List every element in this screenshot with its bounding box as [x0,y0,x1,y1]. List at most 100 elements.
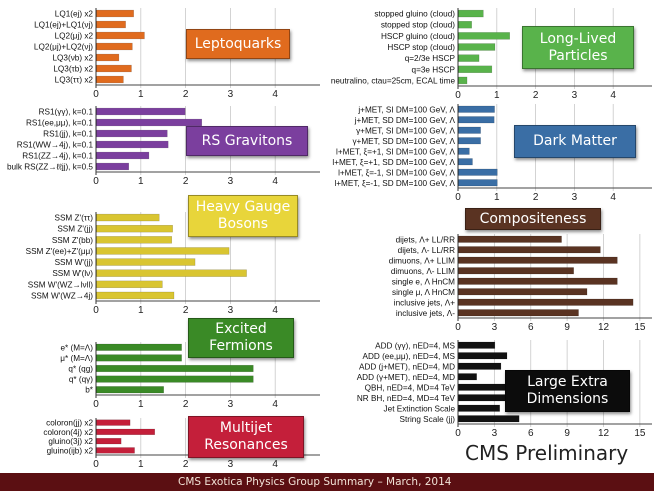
banner-compositeness: Compositeness [465,208,601,230]
category-label: LQ1(ej) x2 [55,10,94,19]
category-label: HSCP gluino (cloud) [381,32,455,41]
tick-label: 3 [228,89,234,100]
bar [96,280,163,289]
category-label: q=3e HSCP [412,65,456,74]
category-label: SSM W'(jj) [55,258,94,267]
bar [458,137,481,145]
banner-multijet-resonances: Multijet Resonances [188,416,304,458]
tick-label: 1 [494,192,500,203]
cms-preliminary-label: CMS Preliminary [465,441,629,465]
tick-label: 2 [533,192,539,203]
category-label: QBH, nED=4, MD=4 TeV [365,383,456,392]
bar [96,375,254,383]
category-label: RS1(WW→4j), k=0.1 [17,141,94,150]
banner-dark-matter: Dark Matter [514,125,636,158]
bar [458,43,496,51]
bar [458,147,470,155]
tick-label: 2 [183,176,189,187]
category-label: inclusive jets, Λ- [396,309,455,318]
bar [96,269,247,277]
category-label: dijets, Λ+ LL/RR [396,235,455,244]
category-label: bulk RS(ZZ→ℓℓjj), k=0.5 [7,163,93,172]
bar [96,247,230,255]
tick-label: 6 [528,428,534,439]
category-label: coloron(jj) x2 [46,419,93,428]
tick-label: 2 [183,89,189,100]
tick-label: 2 [183,459,189,470]
bar [96,364,254,373]
bar [458,341,496,349]
bar [96,162,130,171]
bar [96,118,203,127]
category-label: l+MET, ξ=+1, SD DM=100 GeV, Λ [332,158,455,167]
bar [96,9,134,18]
category-label: LQ3(τb) x2 [53,65,93,74]
category-label: ADD (γγ), nED=4, MS [375,341,455,350]
footer-bar: CMS Exotica Physics Group Summary – Marc… [0,473,654,491]
bar [96,343,182,351]
category-label: RS1(ee,μμ), k=0.1 [26,119,93,128]
banner-leptoquarks: Leptoquarks [186,29,290,59]
bar [458,235,562,243]
tick-label: 9 [564,428,570,439]
category-label: SSM W'(WZ→lνll) [28,280,94,289]
bar [458,168,498,176]
bar [458,32,510,40]
category-label: neutralino, ctau=25cm, ECAL time [331,76,456,85]
bar [458,9,484,18]
category-label: inclusive jets, Λ+ [394,298,455,307]
tick-label: 3 [228,399,234,410]
tick-label: 0 [93,305,99,316]
category-label: dimuons, Λ- LLIM [391,267,455,276]
bar [96,258,196,266]
bar [96,151,150,160]
bar [458,76,468,85]
tick-label: 6 [528,322,534,333]
bar [458,277,618,285]
bar [458,362,502,370]
bar [96,224,173,233]
tick-label: 1 [138,459,144,470]
bar [458,415,520,423]
tick-label: 3 [492,322,498,333]
bar [96,213,160,222]
tick-label: 3 [228,459,234,470]
bar [96,447,135,454]
category-label: HSCP stop (cloud) [387,43,455,52]
tick-label: 0 [455,90,461,101]
category-label: String Scale (jj) [399,415,455,424]
tick-label: 4 [272,89,278,100]
banner-rs-gravitons: RS Gravitons [186,126,308,156]
bar [96,419,131,426]
tick-label: 0 [93,399,99,410]
tick-label: 2 [183,399,189,410]
category-label: SSM Z'(bb) [52,236,93,245]
bar [458,116,495,124]
category-label: l+MET, ξ=-1, SD DM=100 GeV, Λ [334,179,455,188]
category-label: SSM W'(WZ→4j) [31,291,93,300]
category-label: μ* (M=Λ) [60,354,93,363]
category-label: LQ1(ej)+LQ1(νj) [34,21,93,30]
tick-label: 4 [272,305,278,316]
banner-large-extra-dimensions: Large Extra Dimensions [505,370,630,412]
bar [96,438,122,445]
bar [96,31,145,40]
tick-label: 4 [272,399,278,410]
bar [458,179,498,187]
tick-label: 0 [93,89,99,100]
banner-long-lived-particles: Long-Lived Particles [522,26,634,69]
category-label: LQ3(νb) x2 [53,54,94,63]
category-label: LQ3(ττ) x2 [55,76,94,85]
bar [458,288,588,296]
bar [458,65,493,73]
category-label: j+MET, SD DM=100 GeV, Λ [354,116,456,125]
tick-label: 3 [572,90,578,101]
category-label: dimuons, Λ+ LLIM [389,256,455,265]
category-label: SSM W'(lν) [52,269,93,278]
